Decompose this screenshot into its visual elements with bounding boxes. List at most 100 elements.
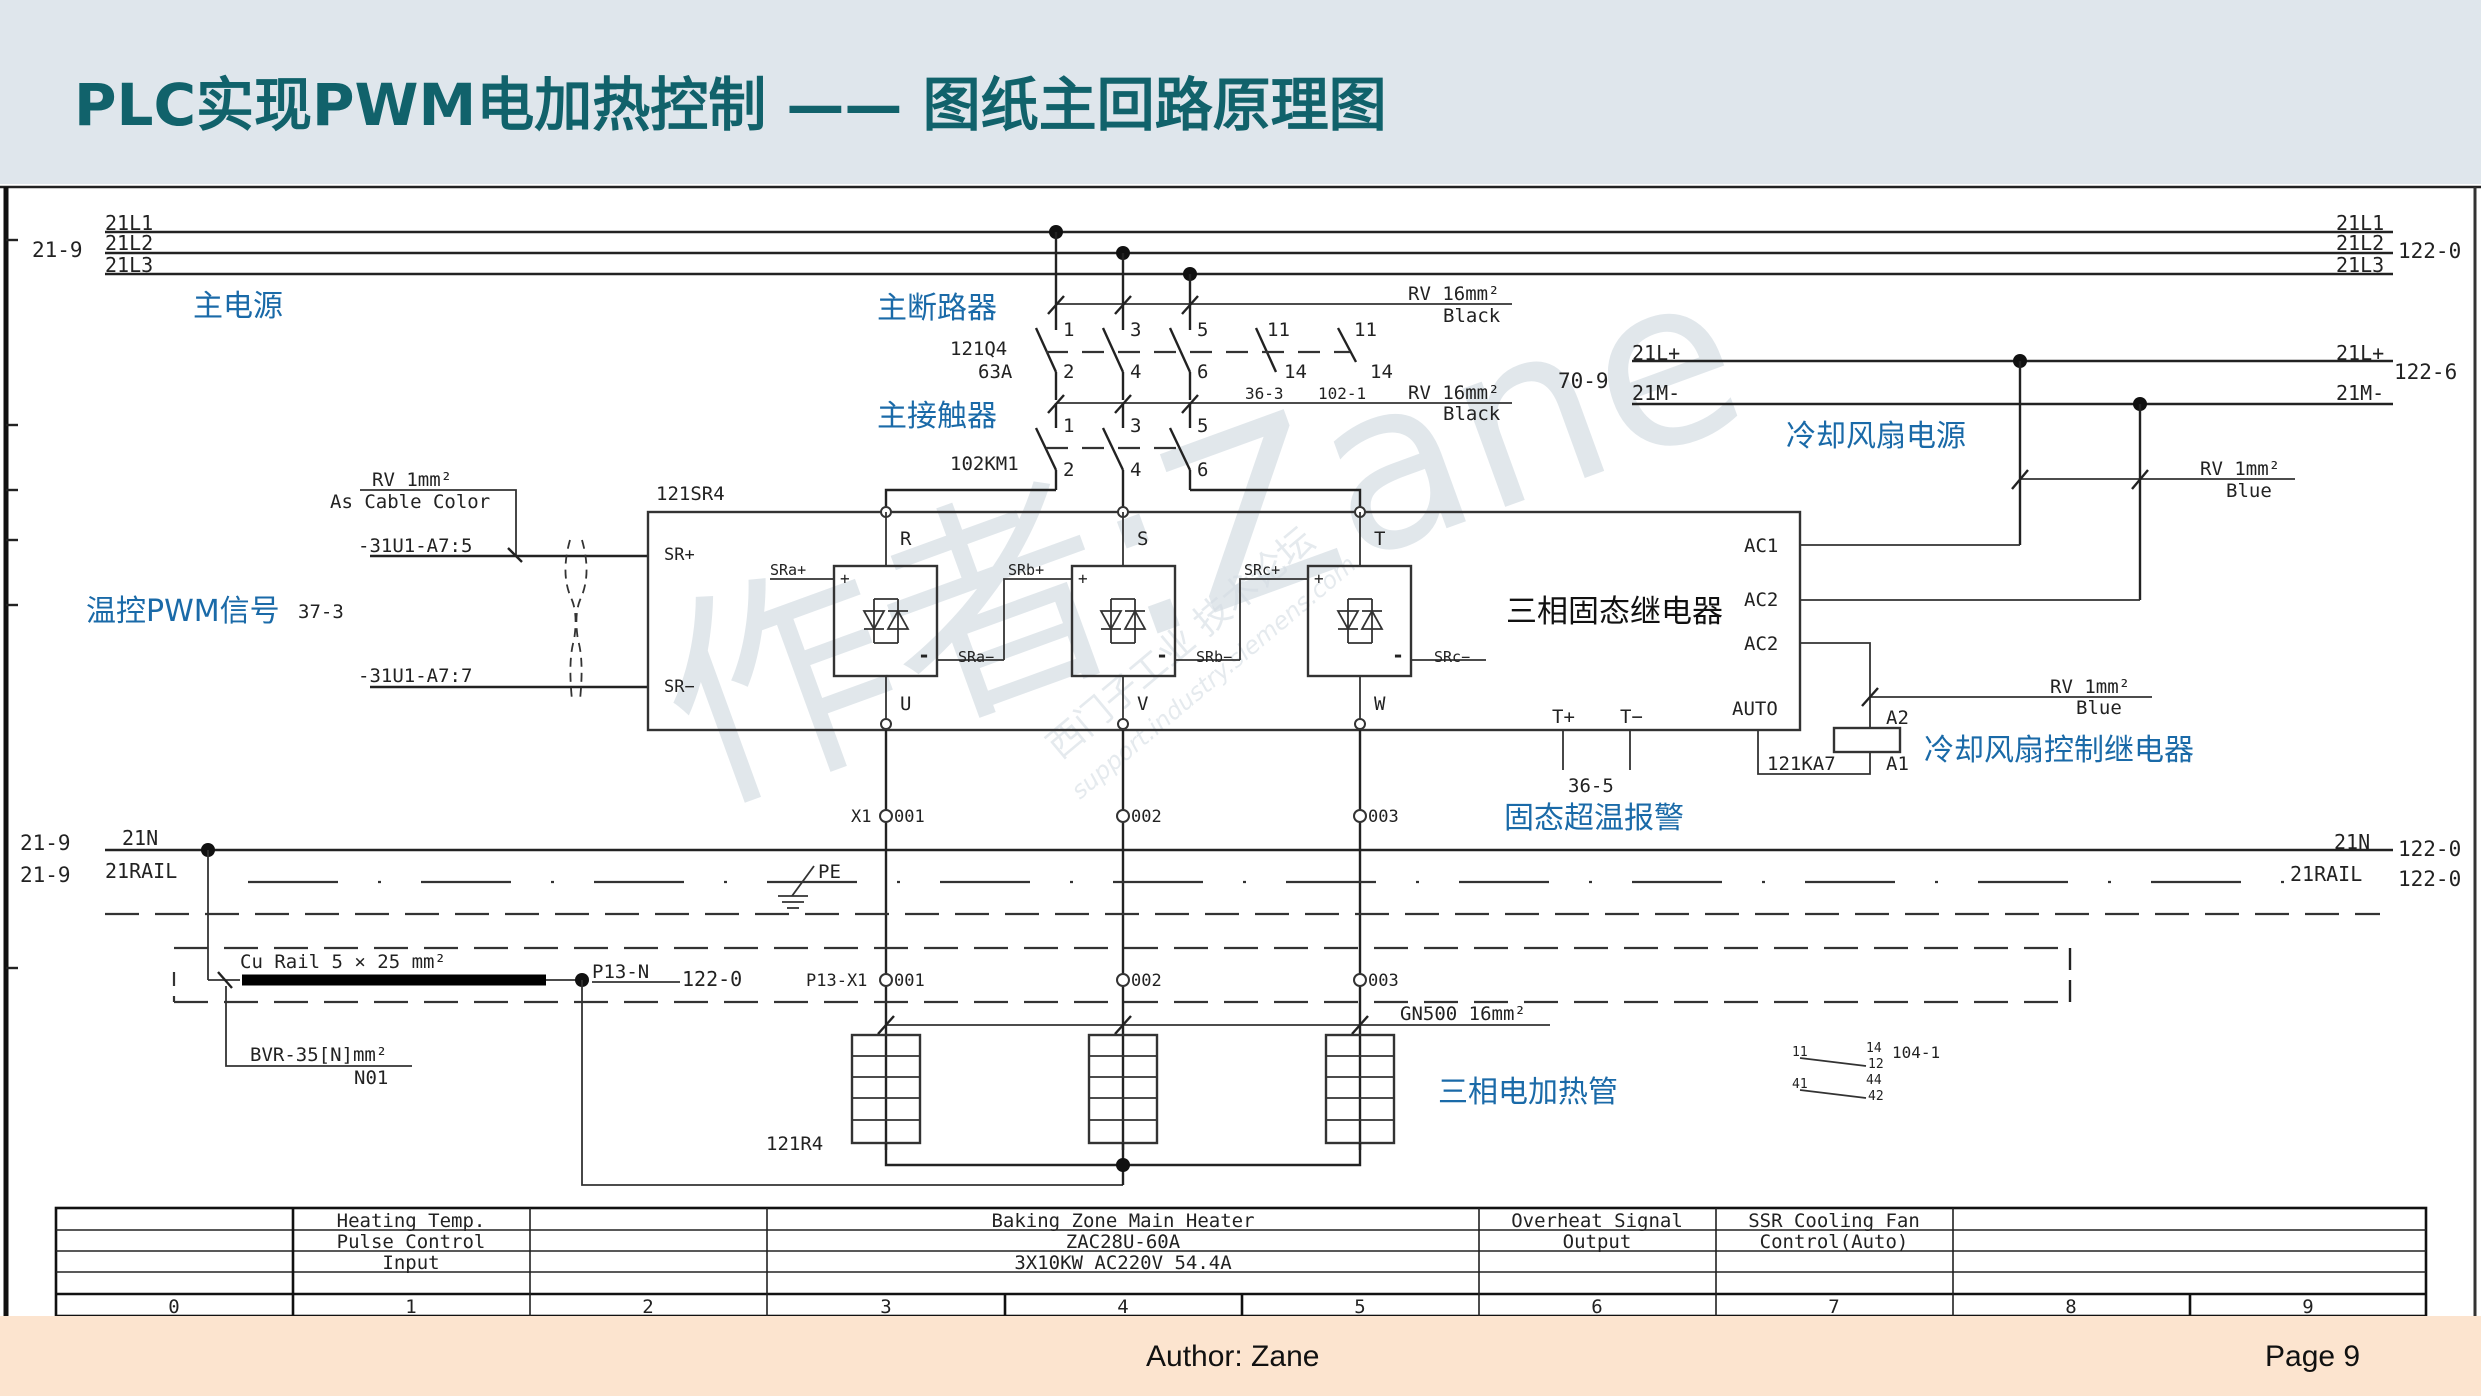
schematic-canvas: 作者:Zane 西门子工业 技术论坛 support.industry.siem…: [0, 184, 2481, 1318]
ssr-ctrl-minus: SR−: [664, 677, 695, 697]
relay-coil-a1: A1: [1886, 753, 1909, 775]
tb-col-5: 5: [1354, 1296, 1365, 1316]
wire: [1800, 642, 1871, 728]
aux-pin-41: 41: [1792, 1077, 1808, 1092]
contactor-tag: 102KM1: [950, 453, 1019, 475]
breaker-term-top-1: 1: [1063, 319, 1074, 341]
terminal-p13-prefix: P13-X1: [806, 971, 867, 991]
dc-label-minus-left: 21M-: [1632, 381, 1680, 405]
tb-col-9: 9: [2302, 1296, 2313, 1316]
svg-text:-: -: [1156, 643, 1168, 667]
breaker-term-bottom-6: 6: [1197, 361, 1208, 383]
rail-cable: BVR-35[N]mm²: [250, 1044, 387, 1066]
cable-tick: [1047, 295, 1065, 315]
breaker-cable-in-type: RV 16mm²: [1408, 283, 1500, 305]
terminal-p13-002-label: 002: [1131, 971, 1162, 991]
ssr-tag: 121SR4: [656, 483, 725, 505]
terminal-x1-003-label: 003: [1368, 807, 1399, 827]
solid-state-relay: 121SR4 SR+ SR− R + - SRa+ SRa− U: [646, 483, 2140, 836]
aux-contact-block: 11 14 12 41 44 42 104-1: [1792, 1041, 1940, 1104]
tb-col-1: 1: [405, 1296, 416, 1316]
frame-left-ticks: [6, 238, 18, 970]
tb-col-7: 7: [1828, 1296, 1839, 1316]
tb-col-4: 4: [1117, 1296, 1128, 1316]
footer-author: Author: Zane: [1146, 1340, 1320, 1373]
contactor-term-top-5: 5: [1197, 415, 1208, 437]
tb-r2-c5: Control(Auto): [1760, 1231, 1909, 1253]
cable-tick: [1114, 1015, 1132, 1035]
svg-text:+: +: [1314, 569, 1324, 588]
pwm-plus-source: -31U1-A7:5: [358, 535, 472, 557]
contactor-term-bottom-2: 2: [1063, 459, 1074, 481]
watermark-author: 作者:Zane: [627, 217, 1774, 852]
triac-icon: [862, 598, 910, 644]
ssr-c-plus: SRc+: [1244, 561, 1280, 579]
breaker-aux-top-1: 11: [1267, 319, 1290, 341]
heater-tag: 121R4: [766, 1133, 823, 1155]
tb-r1-c4: Overheat Signal: [1511, 1210, 1683, 1232]
ssr-phase-in-t: T: [1374, 528, 1385, 550]
breaker-rating: 63A: [978, 361, 1013, 383]
tb-col-2: 2: [642, 1296, 653, 1316]
slide-header: PLC实现PWM电加热控制 —— 图纸主回路原理图: [0, 0, 2481, 184]
pwm-cable-type: RV 1mm²: [372, 469, 452, 491]
relay-coil: [1832, 726, 1902, 754]
aux-pin-42: 42: [1868, 1089, 1884, 1104]
pwm-cable-color: As Cable Color: [330, 491, 490, 513]
dc-label-plus-right: 21L+: [2336, 341, 2384, 365]
slide-footer: Author: Zane Page 9: [0, 1316, 2481, 1396]
relay-coil-a2: A2: [1886, 707, 1909, 729]
neutral-right-ref: 122-0: [2398, 837, 2461, 861]
tb-r1-c3: Baking Zone Main Heater: [991, 1210, 1254, 1232]
label-pwm-signal: 温控PWM信号: [86, 594, 280, 629]
watermark: 作者:Zane 西门子工业 技术论坛 support.industry.siem…: [627, 217, 1774, 852]
ssr-b-plus: SRb+: [1008, 561, 1044, 579]
relay-tag: 121KA7: [1767, 753, 1836, 775]
main-breaker: RV 16mm² Black 1 3 5 11 11 14 14 36-3 10…: [877, 225, 1512, 403]
footer-page-number: Page 9: [2265, 1340, 2361, 1373]
ssr-phase-a: R + - SRa+ SRa− U: [770, 506, 1004, 730]
terminal-x1-002-label: 002: [1131, 807, 1162, 827]
wire: [1757, 730, 1871, 775]
aux-pin-14: 14: [1866, 1041, 1882, 1056]
breaker-aux-ref-1: 36-3: [1245, 384, 1284, 403]
tb-col-0: 0: [168, 1296, 179, 1316]
cable-tick: [1114, 295, 1132, 315]
schematic-diagram: 作者:Zane 西门子工业 技术论坛 support.industry.siem…: [0, 185, 2481, 1318]
triac-icon: [1099, 598, 1147, 644]
tb-col-8: 8: [2065, 1296, 2076, 1316]
bus-label-l3-right: 21L3: [2336, 253, 2384, 277]
rail-left-ref: 21-9: [20, 863, 71, 887]
terminal-p13-003: [1353, 973, 1367, 987]
label-fan-power: 冷却风扇电源: [1786, 419, 1966, 454]
relay-cable-color: Blue: [2076, 697, 2122, 719]
ssr-phase-out-u: U: [900, 693, 911, 715]
fan-cable-color: Blue: [2226, 480, 2272, 502]
terminal-x1-002: [1116, 809, 1130, 823]
neutral-bus: 21-9 21N 21N 122-0 21-9 21RAIL 21RAIL 12…: [20, 826, 2461, 916]
contactor-term-bottom-4: 4: [1130, 459, 1141, 481]
fan-dc-bus: 70-9 21L+ 21M- 21L+ 21M- 122-6 RV 1mm² B…: [1558, 341, 2457, 600]
breaker-aux-top-2: 11: [1354, 319, 1377, 341]
breaker-term-bottom-4: 4: [1130, 361, 1141, 383]
twisted-pair-icon: [564, 539, 588, 701]
label-main-contactor: 主接触器: [877, 399, 997, 434]
ssr-temp-minus: T−: [1620, 706, 1643, 728]
cable-tick: [1181, 295, 1199, 315]
pwm-minus-source: -31U1-A7:7: [358, 665, 472, 687]
rail-label-left: 21RAIL: [105, 859, 177, 883]
breaker-aux-ref-2: 102-1: [1318, 384, 1366, 403]
bus-label-l2-left: 21L2: [105, 231, 153, 255]
aux-ref: 104-1: [1892, 1043, 1940, 1062]
tb-r2-c1: Pulse Control: [337, 1231, 486, 1253]
ssr-term-ac2-b: AC2: [1744, 633, 1778, 655]
terminal-x1-001-label: 001: [894, 807, 925, 827]
ssr-term-ac2-a: AC2: [1744, 589, 1778, 611]
label-main-breaker: 主断路器: [877, 291, 997, 326]
aux-pin-11: 11: [1792, 1045, 1808, 1060]
terminal-p13-003-label: 003: [1368, 971, 1399, 991]
svg-text:+: +: [1078, 569, 1088, 588]
ssr-phase-in-s: S: [1137, 528, 1148, 550]
contactor-term-bottom-6: 6: [1197, 459, 1208, 481]
cable-tick: [1861, 687, 1879, 707]
